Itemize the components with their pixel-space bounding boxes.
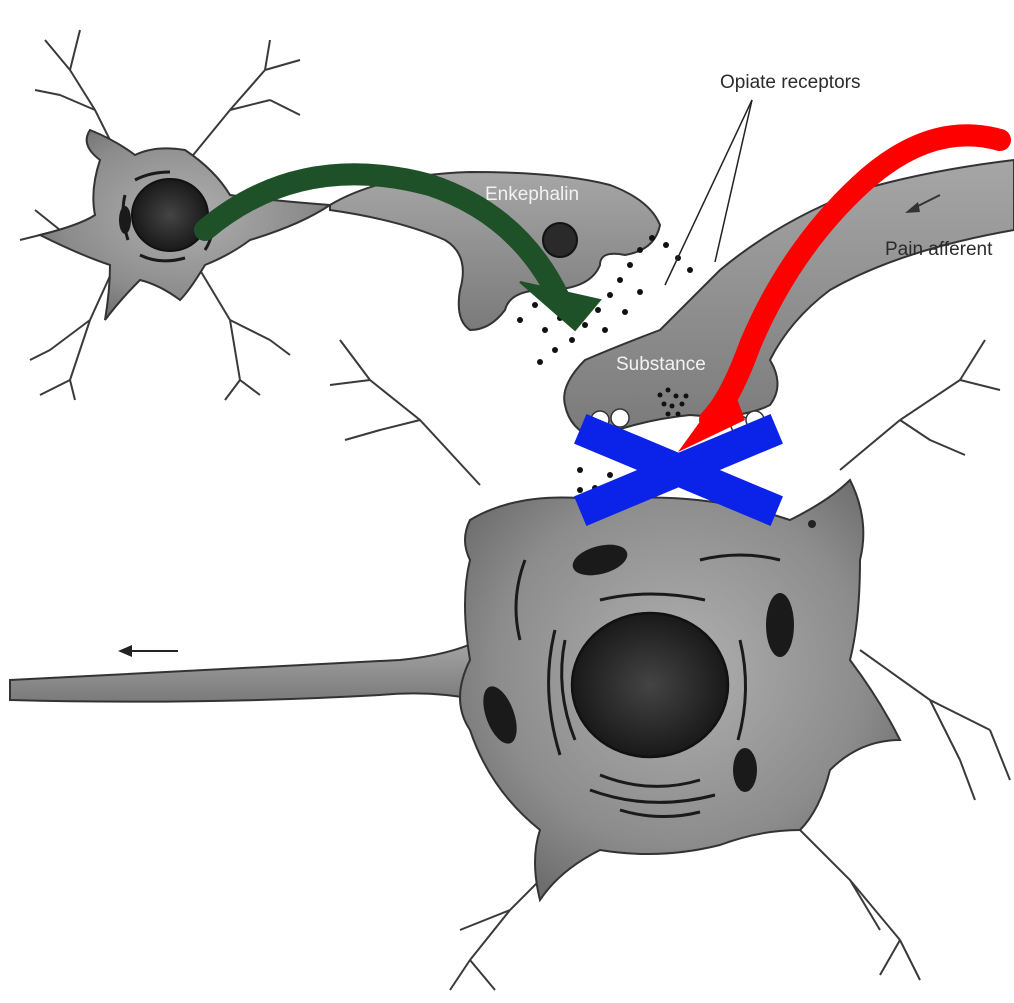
large-neuron-axon [10,640,480,702]
small-organelle [808,520,816,528]
small-neuron-nucleus [132,179,208,251]
small-neuron-mitochondrion [119,206,131,234]
substance-label: Substance [616,354,706,375]
large-neuron [10,340,1010,990]
axon-direction-arrow [118,645,178,657]
enkephalin-terminal: Enkephalin [330,172,693,365]
opiate-receptors-label: Opiate receptors [720,72,860,93]
block-x-icon [595,435,762,505]
large-neuron-nucleus [572,613,728,757]
pain-afferent-label: Pain afferent [885,239,993,260]
small-neuron [20,30,330,400]
enkephalin-label: Enkephalin [485,184,579,205]
enkephalin-vesicle [543,223,577,257]
